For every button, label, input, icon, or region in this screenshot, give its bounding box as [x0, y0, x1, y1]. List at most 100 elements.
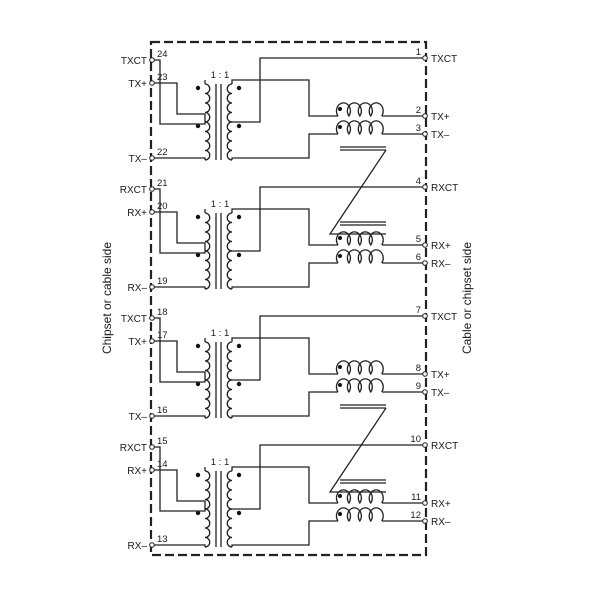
left-pin-17: [149, 338, 155, 344]
left-pin-label: TX+: [128, 79, 147, 90]
turns-ratio-label: 1 : 1: [211, 457, 230, 468]
choke-coupling-1: [328, 146, 387, 235]
choke-dot: [338, 254, 342, 258]
right-pin-number: 11: [411, 492, 421, 503]
left-pin-19: [149, 284, 155, 290]
primary-wire: [154, 157, 206, 160]
right-pin-label: RX–: [431, 259, 451, 270]
left-pin-label: TXCT: [121, 56, 147, 67]
primary-winding: [204, 121, 211, 161]
choke-winding: [335, 507, 384, 523]
right-pin-label: RX+: [431, 499, 451, 510]
secondary-winding: [226, 470, 233, 510]
left-pin-label: TX–: [129, 154, 148, 165]
choke-dot: [338, 365, 342, 369]
right-pin-11: [422, 500, 428, 506]
right-pin-number: 10: [410, 434, 421, 445]
left-pin-label: RX+: [127, 466, 147, 477]
left-pin-number: 24: [157, 49, 168, 60]
polarity-dot: [236, 510, 242, 516]
ct-wire: [177, 380, 206, 383]
left-pin-number: 21: [157, 178, 168, 189]
primary-winding: [204, 250, 211, 290]
polarity-dot: [195, 123, 201, 129]
right-pin-number: 4: [416, 176, 421, 187]
secondary-wire: [231, 262, 338, 289]
choke-dot: [338, 512, 342, 516]
polarity-dot: [236, 472, 242, 478]
package-outline: [149, 40, 428, 557]
right-pin-label: RX–: [431, 517, 451, 528]
right-pin-10: [422, 442, 428, 448]
choke-dot: [338, 236, 342, 240]
left-pin-number: 14: [157, 459, 168, 470]
left-pin-label: TXCT: [121, 314, 147, 325]
coupling-zigzag: [328, 407, 387, 493]
right-pin-7: [422, 313, 428, 319]
ct-wire: [232, 444, 423, 510]
right-pin-1: [422, 55, 428, 61]
right-pin-label: TXCT: [431, 54, 457, 65]
left-pin-label: RX+: [127, 208, 147, 219]
left-pin-14: [149, 467, 155, 473]
polarity-dot: [195, 343, 201, 349]
ct-wire: [154, 59, 177, 125]
right-pin-number: 9: [416, 381, 421, 392]
secondary-winding: [226, 212, 233, 252]
right-pin-label: TX+: [431, 112, 450, 123]
right-pin-8: [422, 371, 428, 377]
secondary-wire: [231, 337, 338, 375]
choke-winding: [335, 120, 384, 136]
left-pin-label: TX+: [128, 337, 147, 348]
ct-wire: [177, 251, 206, 254]
ct-wire: [232, 57, 423, 123]
left-pin-20: [149, 209, 155, 215]
primary-wire: [154, 286, 206, 289]
polarity-dot: [236, 381, 242, 387]
secondary-wire: [231, 133, 338, 160]
primary-wire: [154, 544, 206, 547]
left-pin-number: 15: [157, 436, 168, 447]
polarity-dot: [236, 252, 242, 258]
right-pin-number: 3: [416, 123, 421, 134]
left-side-label: Chipset or cable side: [100, 242, 114, 354]
choke-coupling-2: [328, 404, 387, 493]
polarity-dot: [236, 123, 242, 129]
primary-wire: [154, 469, 206, 509]
coupling-zigzag: [328, 149, 387, 235]
ct-wire: [154, 188, 177, 254]
right-pin-number: 1: [416, 47, 421, 58]
polarity-dot: [195, 214, 201, 220]
left-pin-13: [149, 542, 155, 548]
left-pin-number: 23: [157, 72, 168, 83]
turns-ratio-label: 1 : 1: [211, 199, 230, 210]
right-pin-label: RXCT: [431, 183, 458, 194]
left-pin-22: [149, 155, 155, 161]
polarity-dot: [195, 472, 201, 478]
left-pin-number: 19: [157, 276, 168, 287]
primary-wire: [154, 340, 206, 380]
right-pin-label: RXCT: [431, 441, 458, 452]
choke-winding: [335, 378, 384, 394]
ct-wire: [154, 446, 177, 512]
left-pin-number: 16: [157, 405, 168, 416]
primary-winding: [204, 379, 211, 419]
polarity-dot: [236, 85, 242, 91]
secondary-winding: [226, 379, 233, 419]
primary-wire: [154, 82, 206, 122]
left-pin-24: [149, 57, 155, 63]
polarity-dot: [236, 343, 242, 349]
secondary-wire: [231, 391, 338, 418]
secondary-wire: [231, 520, 338, 547]
left-pin-label: TX–: [129, 412, 148, 423]
right-pin-9: [422, 389, 428, 395]
left-pin-number: 22: [157, 147, 168, 158]
right-pin-number: 12: [410, 510, 421, 521]
secondary-winding: [226, 83, 233, 123]
primary-winding: [204, 470, 211, 510]
ct-wire: [177, 122, 206, 125]
right-pin-12: [422, 518, 428, 524]
